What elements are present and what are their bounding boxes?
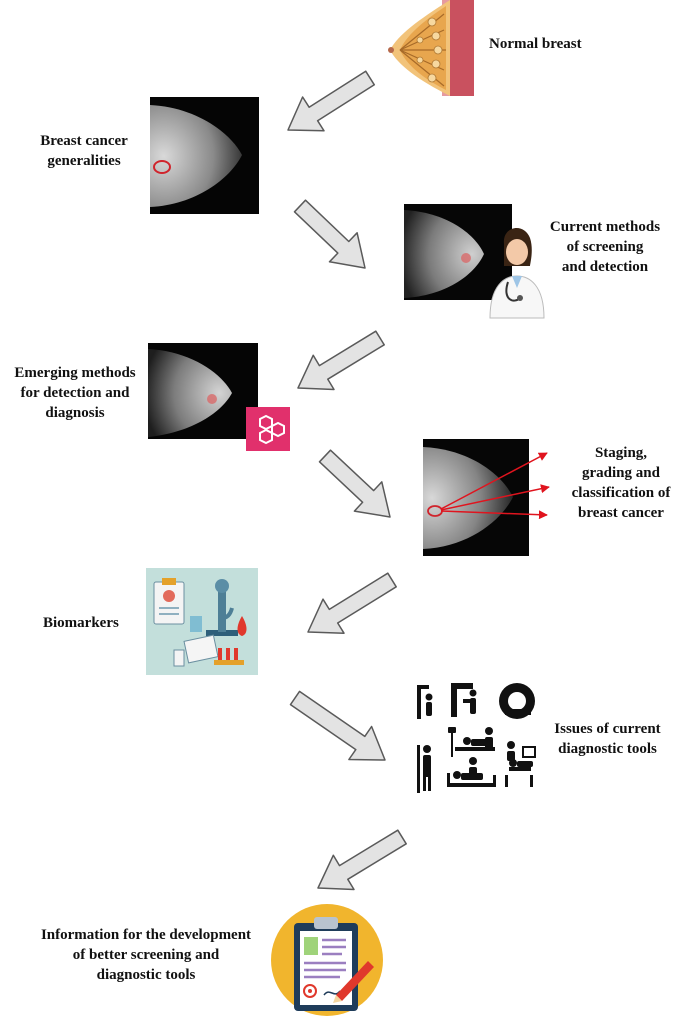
laboratory-icon <box>146 568 258 675</box>
mammogram-arrows-icon <box>423 439 553 556</box>
medical-procedures-icon <box>413 675 539 801</box>
mammogram-molecule-icon <box>148 343 292 451</box>
arrow-4 <box>318 449 391 518</box>
emerging-methods-label: Emerging methods for detection and diagn… <box>14 365 136 421</box>
information-development-label: Information for the development of bette… <box>40 927 252 983</box>
breast-anatomy-icon <box>388 0 474 96</box>
arrow-3 <box>297 330 385 391</box>
arrow-2 <box>293 199 366 269</box>
breast-cancer-generalities-label: Breast cancer generalities <box>40 133 128 169</box>
normal-breast-label: Normal breast <box>489 36 582 52</box>
mammogram-doctor-icon <box>404 204 554 324</box>
issues-current-tools-label: Issues of current diagnostic tools <box>554 721 661 757</box>
mammogram-lesion-icon <box>150 97 259 214</box>
arrow-5 <box>307 572 397 634</box>
arrow-6 <box>289 690 386 761</box>
clipboard-report-icon <box>270 903 385 1018</box>
current-methods-label: Current methods of screening and detecti… <box>549 219 661 275</box>
biomarkers-label: Biomarkers <box>43 615 119 631</box>
arrow-1 <box>287 70 376 132</box>
arrow-7 <box>317 829 407 891</box>
staging-grading-label: Staging, grading and classification of b… <box>571 445 671 521</box>
